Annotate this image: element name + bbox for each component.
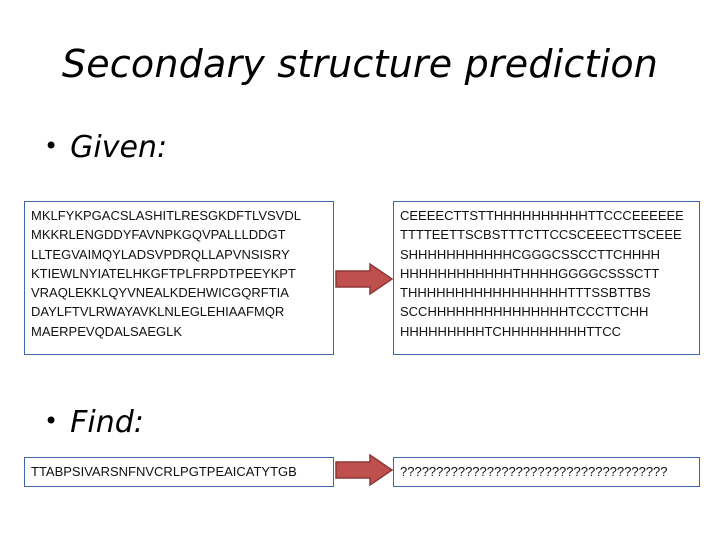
find-label: Find:: [70, 405, 144, 440]
sequence-line: KTIEWLNYIATELHKGFTPLFRPDTPEEYKPT: [31, 265, 296, 281]
sequence-line: LLTEGVAIMQYLADSVPDRQLLAPVNSISRY: [31, 246, 290, 262]
sequence-line: DAYLFTVLRWAYAVKLNLEGLEHIAAFMQR: [31, 304, 285, 320]
sequence-line: VRAQLEKKLQYVNEALKDEHWICGQRFTIA: [31, 285, 289, 301]
sequence-line: MAERPEVQDALSAEGLK: [31, 323, 182, 339]
structure-line: SCCHHHHHHHHHHHHHHHTCCCTTCHH: [400, 304, 649, 320]
find-bullet: • Find:: [44, 405, 144, 440]
structure-line: THHHHHHHHHHHHHHHHHTTTSSBTTBS: [400, 285, 651, 301]
bullet-dot-icon: •: [44, 132, 59, 160]
given-structure-box: CEEEECTTSTTHHHHHHHHHHTTCCCEEEEEE TTTTEETT…: [393, 201, 700, 355]
sequence-line: MKLFYKPGACSLASHITLRESGKDFTLVSVDL: [31, 208, 301, 223]
structure-line: CEEEECTTSTTHHHHHHHHHHTTCCCEEEEEE: [400, 208, 684, 223]
given-arrow-icon: [335, 262, 394, 296]
sequence-line: MKKRLENGDDYFAVNPKGQVPALLLDDGT: [31, 227, 286, 243]
structure-line: SHHHHHHHHHHHCGGGCSSCCTTCHHHH: [400, 246, 660, 262]
given-label: Given:: [70, 130, 168, 165]
find-unknown-box: ?????????????????????????????????????: [393, 457, 700, 487]
page-title: Secondary structure prediction: [61, 42, 659, 86]
structure-line: HHHHHHHHHHHHTHHHHGGGGCSSSCTT: [400, 265, 660, 281]
given-sequence-box: MKLFYKPGACSLASHITLRESGKDFTLVSVDL MKKRLENG…: [24, 201, 334, 355]
bullet-dot-icon: •: [44, 407, 59, 435]
structure-line: TTTTEETTSCBSTTTCTTCCSCEEECTTSCEEE: [400, 227, 682, 243]
structure-line: HHHHHHHHHTCHHHHHHHHHTTCC: [400, 323, 621, 339]
find-sequence-box: TTABPSIVARSNFNVCRLPGTPEAICATYTGB: [24, 457, 334, 487]
given-bullet: • Given:: [44, 130, 167, 165]
find-arrow-icon: [335, 453, 394, 487]
